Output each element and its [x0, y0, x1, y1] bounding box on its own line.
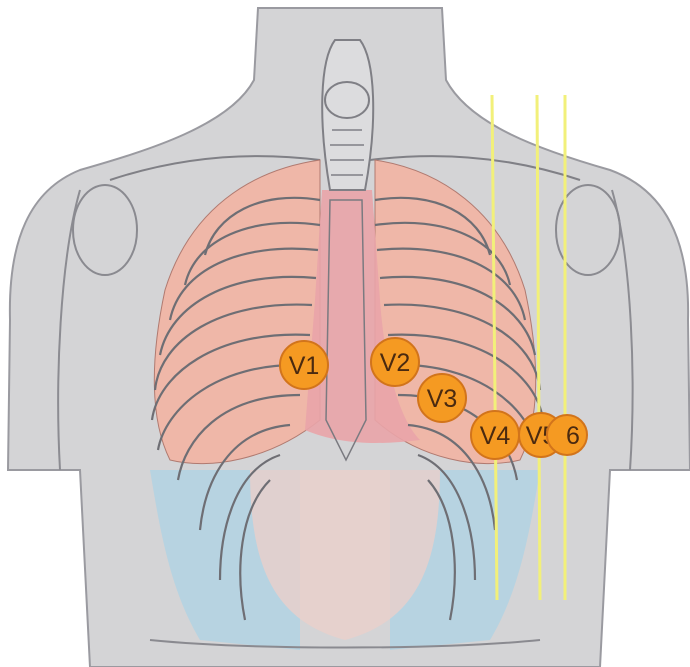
electrode-v1-label: V1	[289, 352, 320, 380]
electrode-v2: V2	[371, 338, 419, 386]
electrode-v6-label: 6	[566, 422, 580, 450]
electrode-v3-label: V3	[427, 385, 458, 413]
trachea	[322, 40, 373, 190]
electrode-v2-label: V2	[380, 349, 411, 377]
electrode-v1: V1	[280, 341, 328, 389]
electrode-v6: 6	[547, 415, 587, 455]
electrode-v4-label: V4	[480, 422, 511, 450]
electrode-v3: V3	[418, 374, 466, 422]
electrode-v4: V4	[471, 411, 519, 459]
